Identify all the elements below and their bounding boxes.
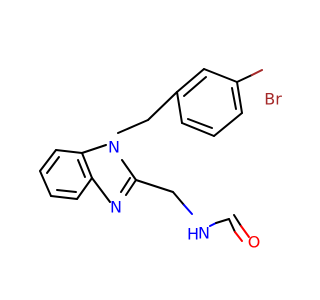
bond-namide-cformyl-half — [209, 222, 217, 227]
bond-c2-ch2 — [135, 179, 174, 193]
bond-cformyl-o-double — [233, 214, 242, 227]
bond-c7-c3a — [76, 177, 93, 200]
bond-r1-r2 — [176, 68, 205, 93]
bond-c6-c7 — [50, 195, 78, 200]
bond-namide-cformyl — [215, 218, 230, 224]
bond-r3-br — [236, 74, 253, 83]
bond-r3-r4 — [236, 81, 243, 114]
bond-cformyl-o — [228, 218, 236, 233]
bond-n3-c3a — [91, 177, 111, 203]
bond-ch2-namide — [172, 191, 185, 206]
atom-namide-label: N — [198, 224, 210, 243]
bond-r1-r2-inner — [183, 76, 207, 97]
bond-c2-n3 — [125, 179, 137, 196]
atom-namide-h-label: H — [187, 225, 199, 244]
bond-r5-r6 — [181, 122, 215, 137]
bond-c7a-c4 — [55, 149, 83, 154]
atom-n3-label: N — [110, 198, 122, 217]
bond-cformyl-o-double-half — [240, 225, 250, 238]
bromophenyl-ring — [176, 68, 243, 137]
bond-n1-c2 — [121, 159, 137, 181]
bond-cformyl-o-half — [234, 231, 243, 242]
benzimidazole-benzene-ring — [39, 149, 93, 200]
bond-c6-c7-inner — [56, 189, 77, 193]
bond-c3a-c7a-inner — [77, 159, 86, 178]
atom-n1-label: N — [108, 138, 120, 157]
bond-c4-c5-inner — [46, 156, 60, 174]
bond-c7a-n1 — [81, 144, 107, 154]
bond-r6-r1 — [176, 91, 183, 124]
bond-r3-r4-inner — [231, 87, 237, 110]
bond-r2-r3 — [203, 68, 238, 83]
bond-ch2-ring — [147, 91, 178, 121]
bond-c3a-c7a — [81, 152, 93, 179]
imidazole-ring — [81, 144, 137, 203]
molecule-structure-diagram: Br N N N H O — [39, 68, 282, 252]
bond-r4-r5 — [213, 112, 243, 137]
bond-c2-n3-inner — [120, 177, 131, 193]
bond-ch2-namide-half — [183, 204, 193, 215]
atom-oxygen-label: O — [248, 233, 261, 252]
bond-c5-c6 — [39, 170, 52, 197]
bond-br-half — [251, 69, 263, 76]
bond-c4-c5 — [39, 149, 57, 172]
bond-n1-ch2 — [117, 119, 149, 134]
atom-bromine-label: Br — [264, 90, 282, 109]
bond-r5-r6-inner — [187, 118, 213, 129]
